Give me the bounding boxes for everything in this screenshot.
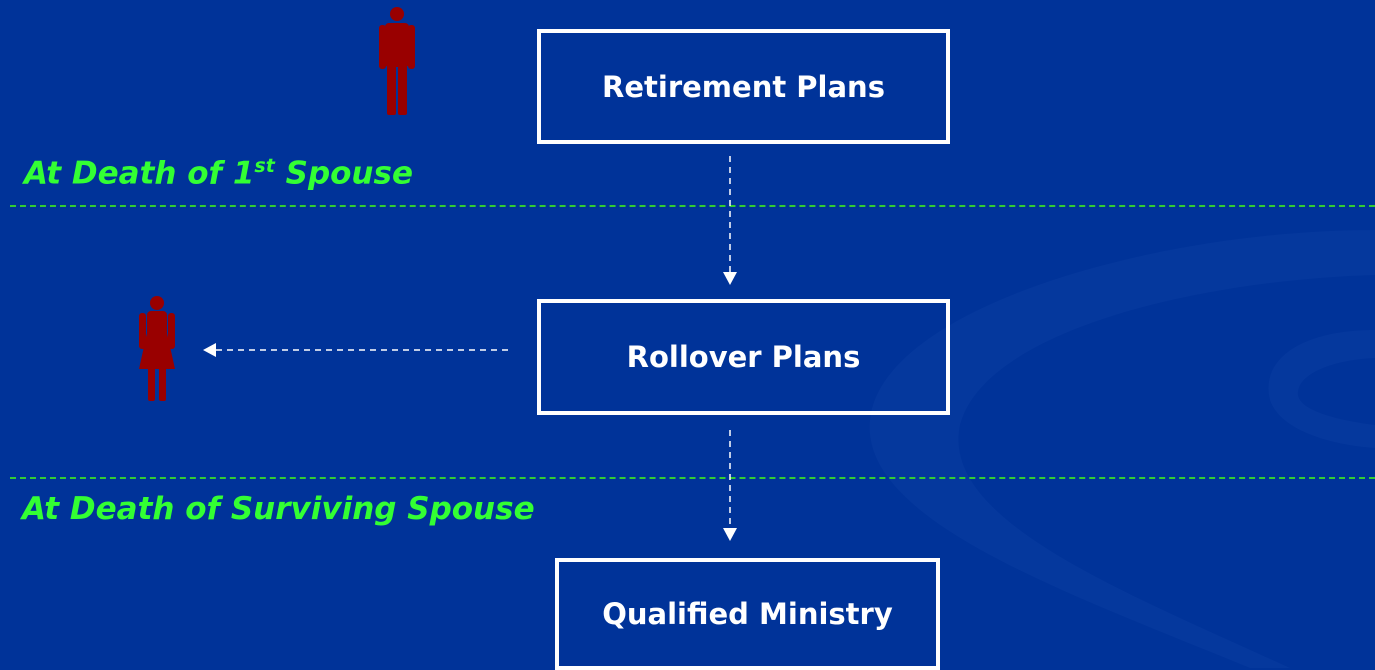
milestone-first-death-sup: st [254,155,275,177]
qualified-ministry-label: Qualified Ministry [602,597,893,631]
milestone-first-death-suffix: Spouse [274,155,413,192]
qualified-ministry-box: Qualified Ministry [555,558,940,670]
milestone-first-death-prefix: At Death of 1 [24,155,255,192]
milestone-surviving-death: At Death of Surviving Spouse [22,491,535,527]
male-person-icon [379,7,415,115]
rollover-plans-box: Rollover Plans [537,299,950,415]
rollover-plans-label: Rollover Plans [626,340,861,374]
female-person-icon [139,296,175,401]
divider-first-death [10,205,1375,207]
milestone-first-death: At Death of 1st Spouse [24,155,413,191]
retirement-plans-label: Retirement Plans [602,69,885,104]
divider-surviving-death [10,477,1375,479]
retirement-plans-box: Retirement Plans [537,29,950,144]
